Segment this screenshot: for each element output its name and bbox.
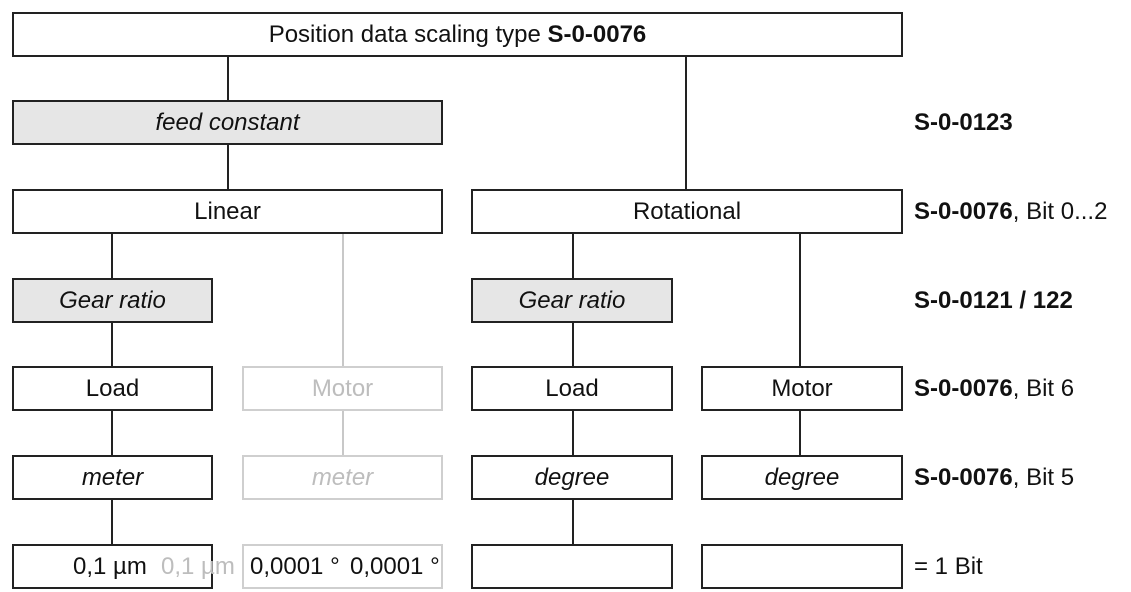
motor-rotational-box: Motor <box>701 366 903 411</box>
value-rotational-load: 0,0001 ° <box>250 553 340 580</box>
bottom-linear-motor-box <box>242 544 443 589</box>
label-lm-suffix: , Bit 6 <box>1012 375 1075 402</box>
feed-constant-box: feed constant <box>12 100 443 145</box>
label-gear-sep: / <box>1012 287 1033 314</box>
gear-ratio-rotational-box: Gear ratio <box>471 278 673 323</box>
label-gear-ratio-code: S-0-0121 / 122 <box>914 287 1073 315</box>
rotational-text: Rotational <box>632 197 742 225</box>
top-box: Position data scaling type S-0-0076 <box>12 12 903 57</box>
label-one-bit-text: = 1 Bit <box>914 553 983 580</box>
gear-ratio-rotational-text: Gear ratio <box>518 286 626 314</box>
label-unit-code: S-0-0076, Bit 5 <box>914 464 1074 492</box>
label-gear-code2: 122 <box>1032 287 1073 314</box>
label-scaling-type-code: S-0-0076, Bit 0...2 <box>914 198 1107 226</box>
label-unit-suffix: , Bit 5 <box>1012 464 1075 491</box>
degree-motor-box: degree <box>701 455 903 500</box>
bottom-rotational-motor-box <box>701 544 903 589</box>
value-linear-motor: 0,1 µm <box>161 553 235 580</box>
load-rotational-box: Load <box>471 366 673 411</box>
load-linear-box: Load <box>12 366 213 411</box>
load-linear-text: Load <box>85 374 140 402</box>
top-code: S-0-0076 <box>547 20 647 48</box>
feed-constant-text: feed constant <box>155 108 300 136</box>
meter-motor-box: meter <box>242 455 443 500</box>
label-type-suffix: , Bit 0...2 <box>1012 198 1108 225</box>
meter-load-text: meter <box>81 463 144 491</box>
motor-linear-text: Motor <box>311 374 374 402</box>
gear-ratio-linear-box: Gear ratio <box>12 278 213 323</box>
bottom-linear-load-box <box>12 544 213 589</box>
bottom-rotational-load-box <box>471 544 673 589</box>
motor-linear-box: Motor <box>242 366 443 411</box>
gear-ratio-linear-text: Gear ratio <box>59 286 166 314</box>
label-lm-code: S-0-0076 <box>914 375 1013 402</box>
label-one-bit: = 1 Bit <box>914 553 983 581</box>
value-rotational-motor: 0,0001 ° <box>350 553 440 580</box>
top-text: Position data scaling type <box>268 20 548 48</box>
degree-motor-text: degree <box>764 463 840 491</box>
label-unit-code-text: S-0-0076 <box>914 464 1013 491</box>
linear-box: Linear <box>12 189 443 234</box>
degree-load-box: degree <box>471 455 673 500</box>
value-linear-load: 0,1 µm <box>73 553 147 580</box>
label-feed-constant-code: S-0-0123 <box>914 109 1013 137</box>
motor-rotational-text: Motor <box>771 374 833 402</box>
meter-load-box: meter <box>12 455 213 500</box>
load-rotational-text: Load <box>545 374 599 402</box>
label-load-motor-code: S-0-0076, Bit 6 <box>914 375 1074 403</box>
degree-load-text: degree <box>534 463 610 491</box>
linear-text: Linear <box>194 197 261 225</box>
label-gear-code1: S-0-0121 <box>914 287 1013 314</box>
rotational-box: Rotational <box>471 189 903 234</box>
meter-motor-text: meter <box>311 463 374 491</box>
label-feed-code: S-0-0123 <box>914 109 1013 136</box>
label-type-code: S-0-0076 <box>914 198 1013 225</box>
